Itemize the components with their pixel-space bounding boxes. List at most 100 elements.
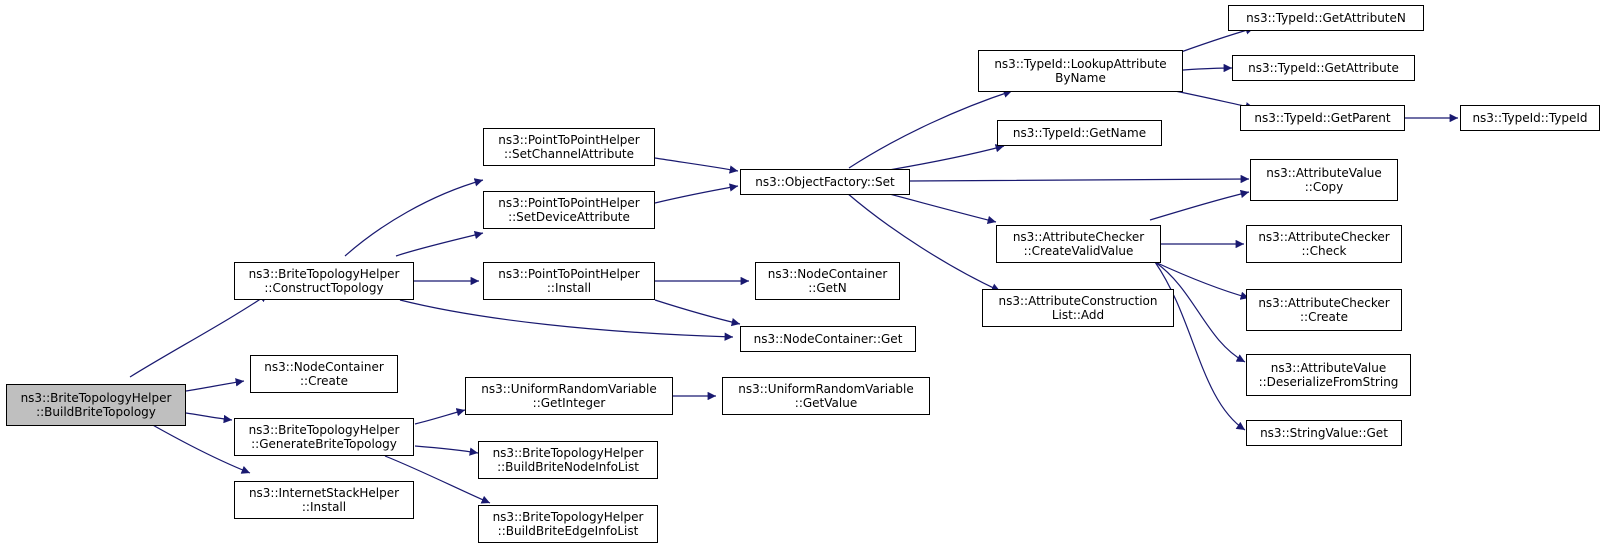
node-set-device-attribute-line1: ns3::PointToPointHelper	[498, 196, 640, 210]
node-attribute-checker-create-line1: ns3::AttributeChecker	[1258, 296, 1390, 310]
node-typeid-get-name-line1: ns3::TypeId::GetName	[1012, 126, 1147, 140]
node-node-container-create-line1: ns3::NodeContainer	[264, 360, 384, 374]
node-create-valid-value-line1: ns3::AttributeChecker	[1012, 230, 1145, 244]
node-typeid-get-attribute-line1: ns3::TypeId::GetAttribute	[1248, 61, 1399, 75]
edge-build-to-generate	[185, 412, 233, 424]
edge-construct-to-set-device	[395, 230, 484, 257]
node-lookup-attribute-by-name[interactable]: ns3::TypeId::LookupAttribute ByName	[978, 50, 1183, 92]
node-uniform-get-value[interactable]: ns3::UniformRandomVariable ::GetValue	[722, 377, 930, 415]
node-object-factory-set-line1: ns3::ObjectFactory::Set	[755, 175, 895, 189]
node-build-brite-edge-info[interactable]: ns3::BriteTopologyHelper ::BuildBriteEdg…	[478, 505, 658, 543]
node-node-container-get-n[interactable]: ns3::NodeContainer ::GetN	[755, 262, 900, 300]
node-generate-brite-topology-line2: ::GenerateBriteTopology	[251, 437, 397, 451]
node-build-brite-topology: ns3::BriteTopologyHelper ::BuildBriteTop…	[6, 384, 186, 426]
edge-create-valid-to-string-get	[1154, 261, 1246, 431]
edge-build-to-construct	[129, 293, 269, 378]
node-uniform-get-integer-line1: ns3::UniformRandomVariable	[481, 382, 657, 396]
node-node-container-get-n-line2: ::GetN	[808, 281, 847, 295]
node-build-brite-node-info-line2: ::BuildBriteNodeInfoList	[497, 460, 639, 474]
node-attribute-checker-create-line2: ::Create	[1300, 310, 1348, 324]
edge-set-device-to-factory-set	[654, 183, 739, 204]
node-node-container-get[interactable]: ns3::NodeContainer::Get	[740, 326, 916, 352]
node-lookup-attribute-by-name-line1: ns3::TypeId::LookupAttribute	[994, 57, 1167, 71]
node-typeid-get-name[interactable]: ns3::TypeId::GetName	[997, 120, 1162, 146]
node-create-valid-value[interactable]: ns3::AttributeChecker ::CreateValidValue	[996, 225, 1161, 263]
node-node-container-create[interactable]: ns3::NodeContainer ::Create	[250, 355, 398, 393]
node-p2p-install-line2: ::Install	[546, 281, 592, 295]
edge-create-valid-to-create	[1154, 261, 1250, 300]
node-set-channel-attribute-line2: ::SetChannelAttribute	[503, 147, 635, 161]
node-attribute-value-deserialize[interactable]: ns3::AttributeValue ::DeserializeFromStr…	[1246, 354, 1411, 396]
node-lookup-attribute-by-name-line2: ByName	[1055, 71, 1106, 85]
node-set-device-attribute[interactable]: ns3::PointToPointHelper ::SetDeviceAttri…	[483, 191, 655, 229]
node-uniform-get-value-line2: ::GetValue	[794, 396, 858, 410]
node-attribute-value-copy-line1: ns3::AttributeValue	[1266, 166, 1382, 180]
node-uniform-get-integer[interactable]: ns3::UniformRandomVariable ::GetInteger	[465, 377, 673, 415]
edge-generate-to-node-info	[414, 445, 479, 456]
node-attr-construction-add-line2: List::Add	[1051, 308, 1105, 322]
edge-factory-set-to-value-copy	[909, 174, 1250, 184]
node-build-brite-edge-info-line2: ::BuildBriteEdgeInfoList	[497, 524, 639, 538]
edge-factory-set-to-construction-add	[846, 192, 1001, 292]
node-build-brite-topology-line2: ::BuildBriteTopology	[36, 405, 156, 419]
edge-factory-set-to-get-name	[882, 144, 1005, 172]
node-attr-construction-add-line1: ns3::AttributeConstruction	[998, 294, 1158, 308]
node-p2p-install[interactable]: ns3::PointToPointHelper ::Install	[483, 262, 655, 300]
node-attribute-checker-check[interactable]: ns3::AttributeChecker ::Check	[1246, 225, 1402, 263]
edge-set-channel-to-factory-set	[654, 157, 739, 174]
node-internet-stack-install-line1: ns3::InternetStackHelper	[248, 486, 400, 500]
node-attribute-checker-create[interactable]: ns3::AttributeChecker ::Create	[1246, 289, 1402, 331]
edge-generate-to-get-integer	[414, 408, 466, 425]
node-construct-topology[interactable]: ns3::BriteTopologyHelper ::ConstructTopo…	[234, 262, 414, 300]
node-set-channel-attribute[interactable]: ns3::PointToPointHelper ::SetChannelAttr…	[483, 128, 655, 166]
node-generate-brite-topology-line1: ns3::BriteTopologyHelper	[248, 423, 400, 437]
edge-factory-set-to-lookup	[848, 89, 1013, 169]
edge-build-to-nc-create	[185, 378, 245, 392]
node-node-container-get-n-line1: ns3::NodeContainer	[767, 267, 888, 281]
edge-create-valid-to-deserialize	[1154, 261, 1246, 363]
node-uniform-get-value-line1: ns3::UniformRandomVariable	[738, 382, 914, 396]
edge-factory-set-to-create-valid	[877, 190, 997, 225]
node-create-valid-value-line2: ::CreateValidValue	[1023, 244, 1134, 258]
node-typeid-get-attribute[interactable]: ns3::TypeId::GetAttribute	[1232, 55, 1415, 81]
node-object-factory-set[interactable]: ns3::ObjectFactory::Set	[740, 169, 910, 195]
node-construct-topology-line2: ::ConstructTopology	[264, 281, 384, 295]
node-attribute-value-copy[interactable]: ns3::AttributeValue ::Copy	[1250, 159, 1398, 201]
node-construct-topology-line1: ns3::BriteTopologyHelper	[248, 267, 400, 281]
node-typeid-typeid[interactable]: ns3::TypeId::TypeId	[1460, 105, 1600, 131]
node-typeid-typeid-line1: ns3::TypeId::TypeId	[1472, 111, 1588, 125]
node-build-brite-topology-line1: ns3::BriteTopologyHelper	[20, 391, 172, 405]
node-typeid-get-attribute-n[interactable]: ns3::TypeId::GetAttributeN	[1228, 5, 1424, 31]
node-build-brite-edge-info-line1: ns3::BriteTopologyHelper	[492, 510, 644, 524]
edge-create-valid-to-value-copy	[1149, 189, 1250, 221]
node-build-brite-node-info[interactable]: ns3::BriteTopologyHelper ::BuildBriteNod…	[478, 441, 658, 479]
node-p2p-install-line1: ns3::PointToPointHelper	[498, 267, 640, 281]
node-attribute-checker-check-line1: ns3::AttributeChecker	[1258, 230, 1390, 244]
edge-construct-to-nc-get	[399, 299, 734, 341]
node-uniform-get-integer-line2: ::GetInteger	[532, 396, 606, 410]
node-attr-construction-add[interactable]: ns3::AttributeConstruction List::Add	[982, 289, 1174, 327]
node-attribute-value-deserialize-line2: ::DeserializeFromString	[1258, 375, 1399, 389]
node-internet-stack-install[interactable]: ns3::InternetStackHelper ::Install	[234, 481, 414, 519]
node-typeid-get-attribute-n-line1: ns3::TypeId::GetAttributeN	[1246, 11, 1406, 25]
edge-lookup-to-get-attribute	[1182, 63, 1233, 73]
node-build-brite-node-info-line1: ns3::BriteTopologyHelper	[492, 446, 644, 460]
node-set-device-attribute-line2: ::SetDeviceAttribute	[508, 210, 630, 224]
edge-construct-to-set-channel	[344, 178, 484, 257]
node-node-container-get-line1: ns3::NodeContainer::Get	[753, 332, 903, 346]
node-attribute-value-deserialize-line1: ns3::AttributeValue	[1270, 361, 1387, 375]
node-attribute-checker-check-line2: ::Check	[1301, 244, 1347, 258]
node-internet-stack-install-line2: ::Install	[301, 500, 347, 514]
node-typeid-get-parent-line1: ns3::TypeId::GetParent	[1254, 111, 1391, 125]
node-attribute-value-copy-line2: ::Copy	[1304, 180, 1344, 194]
node-generate-brite-topology[interactable]: ns3::BriteTopologyHelper ::GenerateBrite…	[234, 418, 414, 456]
node-string-value-get[interactable]: ns3::StringValue::Get	[1246, 420, 1402, 446]
node-node-container-create-line2: ::Create	[300, 374, 348, 388]
node-string-value-get-line1: ns3::StringValue::Get	[1260, 426, 1388, 440]
node-set-channel-attribute-line1: ns3::PointToPointHelper	[498, 133, 640, 147]
edge-p2p-install-to-nc-get	[654, 299, 741, 327]
node-typeid-get-parent[interactable]: ns3::TypeId::GetParent	[1240, 105, 1405, 131]
edge-generate-to-edge-info	[384, 455, 491, 504]
